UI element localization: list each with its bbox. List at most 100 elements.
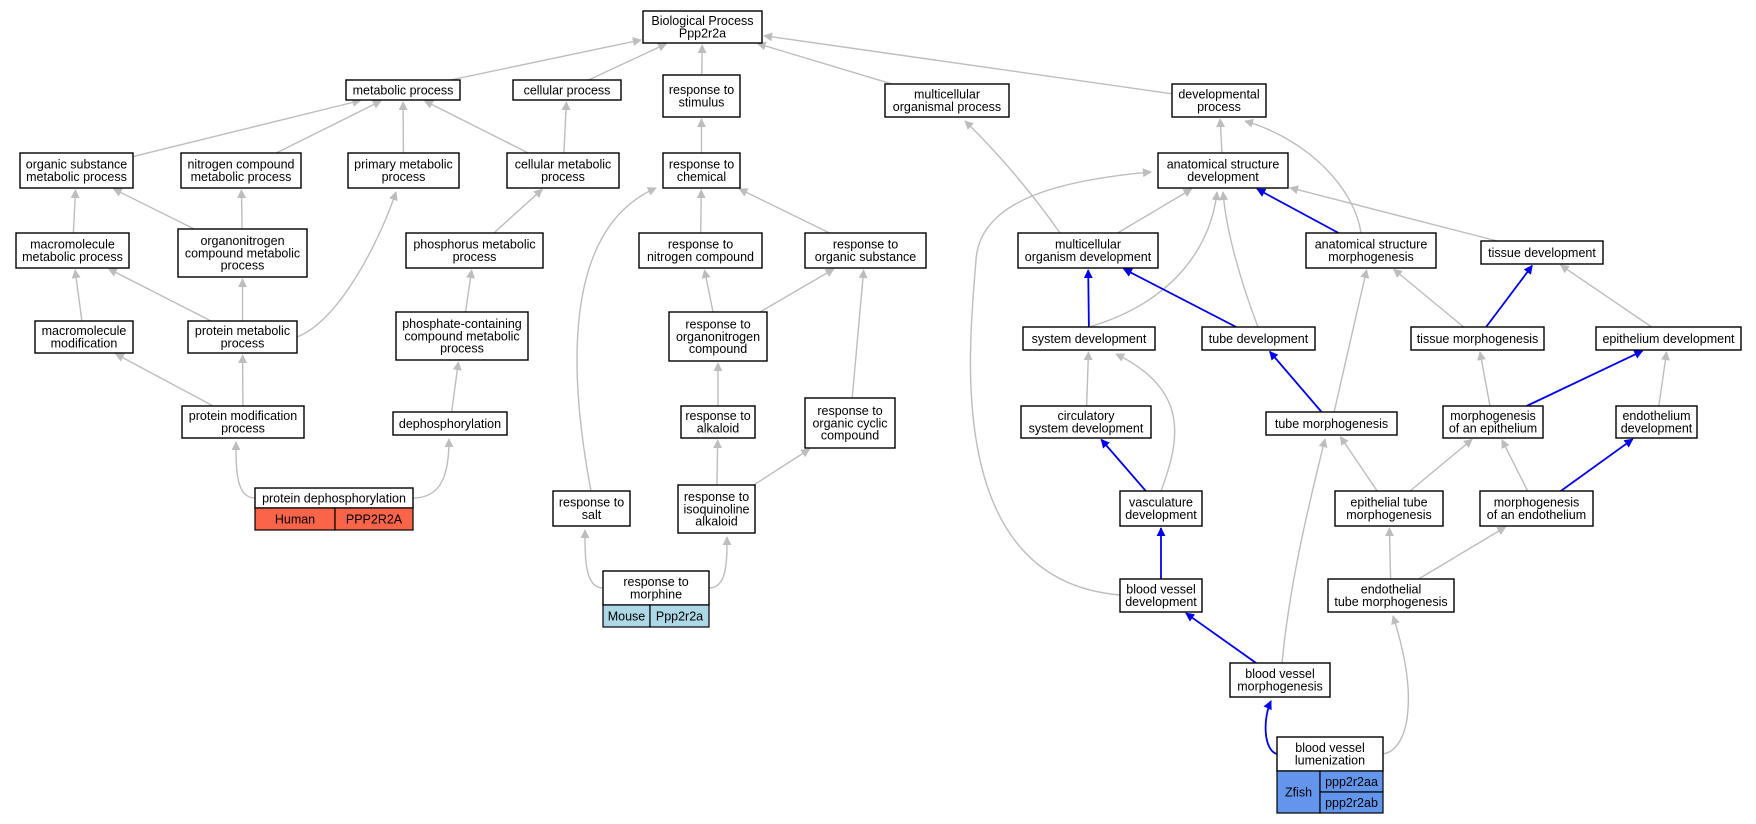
node-box [512, 79, 622, 101]
node-label-line: response to [685, 317, 750, 331]
node-label-line: process [453, 250, 497, 264]
node-label-line: epithelium development [1602, 332, 1735, 346]
node-box [638, 232, 763, 269]
edge-deph-to-pccm [450, 361, 462, 413]
node-label-line: response to [623, 575, 688, 589]
edge-mod-to-asd [1117, 188, 1193, 234]
edge-mop-to-bp [756, 41, 893, 85]
node-box [1327, 578, 1455, 613]
node-label-line: macromolecule [30, 238, 115, 252]
node-box [552, 490, 631, 527]
go-term-node-sysd[interactable]: system development [1022, 326, 1156, 351]
gene-label: PPP2R2A [346, 512, 403, 526]
edge-pmod-to-mmod [114, 353, 214, 407]
node-label-line: nitrogen compound [187, 158, 294, 172]
node-label-line: organonitrogen [676, 330, 760, 344]
go-term-node-deph[interactable]: dephosphorylation [392, 411, 508, 436]
go-term-node-td[interactable]: tissue development [1480, 240, 1604, 265]
edge-roc-to-rnc [701, 269, 714, 313]
node-label-line: vasculature [1129, 496, 1193, 510]
node-label-line: process [1197, 100, 1241, 114]
node-box [347, 152, 460, 189]
node-box [662, 152, 741, 189]
edge-ria-to-rocc [753, 448, 811, 486]
edge-mmod-to-mmp [71, 269, 83, 322]
go-term-node-cel[interactable]: cellular process [512, 79, 622, 101]
node-label-line: phosphorus metabolic [413, 238, 535, 252]
edge-rmor-to-ria [708, 536, 732, 589]
edge-vasd-to-csd [1100, 438, 1147, 492]
node-label-line: organic substance [26, 158, 128, 172]
node-label-line: process [221, 337, 265, 351]
go-term-node-epd[interactable]: epithelium development [1595, 326, 1742, 351]
node-box [34, 320, 134, 354]
node-label-line: protein dephosphorylation [262, 491, 406, 505]
edge-sysd-to-asd [1088, 191, 1221, 328]
edge-ria-to-ralk [713, 439, 723, 486]
node-box [680, 405, 756, 439]
node-label-line: system development [1029, 422, 1144, 436]
node-label-line: anatomical structure [1315, 238, 1428, 252]
node-label-line: response to [669, 83, 734, 97]
edge-etm-to-tmorph [1339, 435, 1378, 492]
go-term-node-tmor[interactable]: tissue morphogenesis [1410, 326, 1545, 351]
node-label-line: process [541, 170, 585, 184]
go-term-node-pdep[interactable]: protein dephosphorylation [254, 487, 414, 509]
edge-phmp-to-cmp [493, 188, 543, 234]
edge-rnc-to-rchem [696, 189, 706, 234]
edge-epd-to-td [1559, 264, 1652, 328]
node-box [1410, 326, 1545, 351]
go-term-node-met[interactable]: metabolic process [345, 79, 461, 101]
edge-met-to-bp [450, 37, 642, 81]
node-box [15, 232, 130, 269]
node-label-line: response to [668, 238, 733, 252]
node-box [642, 10, 763, 44]
edge-tmorph-to-tubd [1269, 350, 1323, 413]
node-label-line: tube development [1209, 332, 1309, 346]
node-label-line: response to [833, 238, 898, 252]
go-term-node-tmorph[interactable]: tube morphogenesis [1265, 411, 1398, 436]
edge-asm-to-dev [1244, 118, 1362, 234]
node-label-line: developmental [1178, 88, 1259, 102]
go-term-node-tubd[interactable]: tube development [1201, 326, 1316, 351]
node-box [1201, 326, 1316, 351]
node-label-line: modification [51, 337, 118, 351]
